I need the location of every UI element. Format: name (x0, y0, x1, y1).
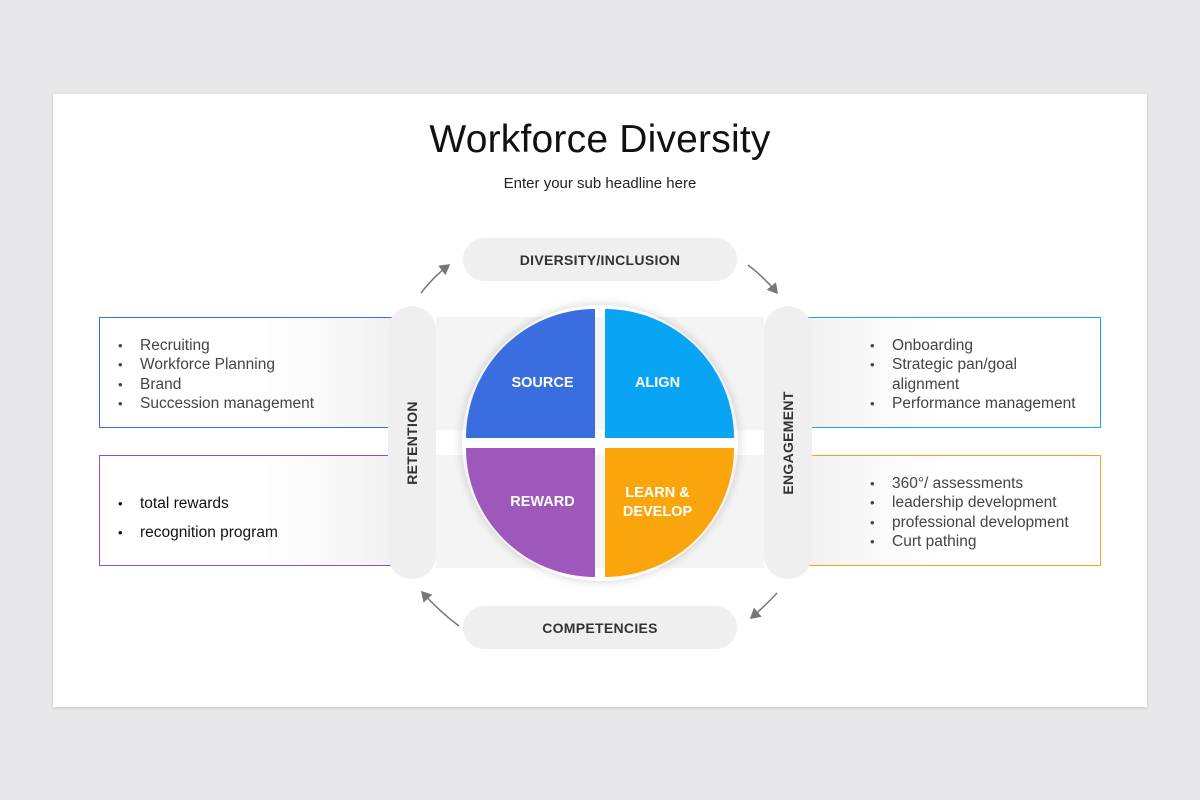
engagement-bottom-box: 360°/ assessments leadership development… (800, 455, 1101, 566)
competencies-pill: COMPETENCIES (463, 606, 737, 649)
list-item: recognition program (118, 518, 278, 547)
quadrant-label: ALIGN (634, 375, 681, 391)
page-subtitle: Enter your sub headline here (503, 175, 697, 192)
quadrant-label-line: LEARN & (625, 484, 690, 501)
engagement-pill: ENGAGEMENT (764, 306, 812, 579)
arrow-icon (747, 264, 778, 295)
quadrant-label: REWARD (510, 494, 575, 510)
pill-label: COMPETENCIES (542, 619, 658, 636)
list-item: Onboarding (870, 336, 1076, 356)
retention-bottom-box: total rewards recognition program (99, 455, 399, 566)
list-item: Performance management (870, 394, 1076, 414)
retention-top-box: Recruiting Workforce Planning Brand Succ… (99, 317, 399, 428)
list-item: Curt pathing (870, 532, 1069, 552)
list-item: total rewards (118, 489, 278, 518)
arrow-icon (420, 264, 451, 294)
diversity-inclusion-pill: DIVERSITY/INCLUSION (463, 238, 737, 281)
list-item: leadership development (870, 493, 1069, 513)
quadrant-label: LEARN & DEVELOP (623, 484, 692, 522)
retention-pill: RETENTION (388, 306, 436, 579)
arrow-icon (420, 590, 460, 627)
list-item: Strategic pan/goal (870, 355, 1076, 375)
list-item: Workforce Planning (118, 355, 314, 375)
list-item: Succession management (118, 394, 314, 414)
arrow-icon (749, 592, 778, 619)
pill-label: DIVERSITY/INCLUSION (519, 251, 681, 268)
quadrant-label-line: DEVELOP (622, 503, 693, 520)
list-item: Recruiting (118, 336, 314, 356)
list-item: Brand (118, 375, 314, 395)
page-title: Workforce Diversity (429, 118, 771, 161)
list-item: 360°/ assessments (870, 474, 1069, 494)
quadrant-circle: SOURCE ALIGN REWARD LEARN & DEVELOP (458, 301, 742, 585)
list-item: professional development (870, 513, 1069, 533)
quadrant-label: SOURCE (511, 375, 574, 391)
engagement-top-box: Onboarding Strategic pan/goal alignment … (800, 317, 1101, 428)
list-item-continuation: alignment (892, 375, 960, 393)
